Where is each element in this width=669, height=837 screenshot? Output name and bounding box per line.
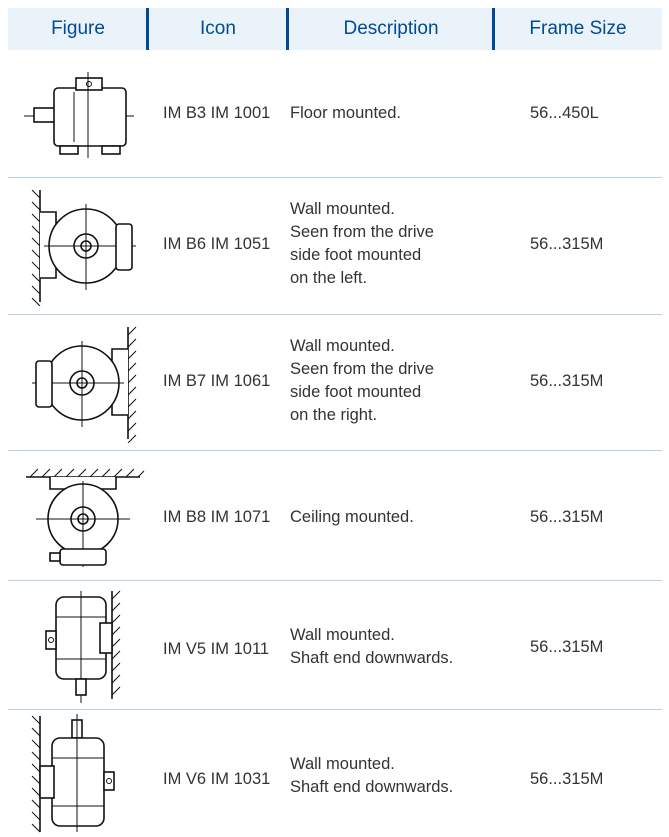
mounting-code: IM B3 IM 1001 bbox=[163, 104, 271, 122]
description-line: Seen from the drive bbox=[290, 223, 434, 241]
description-line: on the left. bbox=[290, 269, 368, 287]
mounting-code: IM V6 IM 1031 bbox=[163, 770, 271, 788]
frame-size: 56...315M bbox=[530, 508, 604, 526]
motor-ceiling-icon bbox=[16, 457, 156, 573]
frame-size: 56...315M bbox=[530, 638, 604, 656]
mounting-description: Ceiling mounted. bbox=[290, 506, 495, 529]
description-line: Seen from the drive bbox=[290, 360, 434, 378]
frame-size: 56...450L bbox=[530, 104, 599, 122]
table-row: IM B7 IM 1061 Wall mounted. Seen from th… bbox=[8, 315, 662, 451]
table-header: Figure Icon Description Frame Size bbox=[8, 8, 662, 50]
description-line: Shaft end downwards. bbox=[290, 649, 454, 667]
mounting-code: IM B7 IM 1061 bbox=[163, 372, 271, 390]
description-line: Floor mounted. bbox=[290, 104, 401, 122]
description-line: on the right. bbox=[290, 406, 378, 424]
mounting-code: IM B6 IM 1051 bbox=[163, 235, 271, 253]
motor-wall-left-icon bbox=[16, 184, 156, 306]
mounting-description: Wall mounted. Seen from the drive side f… bbox=[290, 198, 495, 290]
header-separator bbox=[492, 8, 495, 50]
header-figure: Figure bbox=[51, 18, 105, 39]
mounting-description: Floor mounted. bbox=[290, 102, 495, 125]
mounting-description: Wall mounted. Shaft end downwards. bbox=[290, 753, 495, 799]
frame-size: 56...315M bbox=[530, 235, 604, 253]
mounting-description: Wall mounted. Shaft end downwards. bbox=[290, 624, 495, 670]
description-line: Wall mounted. bbox=[290, 626, 395, 644]
frame-size: 56...315M bbox=[530, 372, 604, 390]
description-line: Wall mounted. bbox=[290, 755, 395, 773]
table-row: IM V5 IM 1011 Wall mounted. Shaft end do… bbox=[8, 581, 662, 710]
description-line: Ceiling mounted. bbox=[290, 508, 414, 526]
header-icon: Icon bbox=[200, 18, 236, 39]
description-line: Wall mounted. bbox=[290, 337, 395, 355]
header-separator bbox=[286, 8, 289, 50]
frame-size: 56...315M bbox=[530, 770, 604, 788]
description-line: Shaft end downwards. bbox=[290, 778, 454, 796]
table-row: IM V6 IM 1031 Wall mounted. Shaft end do… bbox=[8, 710, 662, 835]
description-line: side foot mounted bbox=[290, 246, 422, 264]
motor-wall-right-icon bbox=[16, 321, 156, 443]
header-description: Description bbox=[343, 18, 439, 39]
motor-floor-mounted-icon bbox=[16, 70, 156, 160]
mounting-table: Figure Icon Description Frame Size IM B3… bbox=[8, 8, 662, 833]
table-row: IM B6 IM 1051 Wall mounted. Seen from th… bbox=[8, 178, 662, 315]
motor-vertical-shaft-up-icon bbox=[16, 712, 156, 834]
mounting-code: IM V5 IM 1011 bbox=[163, 640, 270, 658]
description-line: Wall mounted. bbox=[290, 200, 395, 218]
mounting-code: IM B8 IM 1071 bbox=[163, 508, 271, 526]
header-frame-size: Frame Size bbox=[529, 18, 627, 39]
table-row: IM B8 IM 1071 Ceiling mounted. 56...315M bbox=[8, 451, 662, 581]
table-row: IM B3 IM 1001 Floor mounted. 56...450L bbox=[8, 50, 662, 178]
motor-vertical-shaft-down-icon bbox=[16, 587, 156, 705]
description-line: side foot mounted bbox=[290, 383, 422, 401]
header-separator bbox=[146, 8, 149, 50]
mounting-description: Wall mounted. Seen from the drive side f… bbox=[290, 335, 495, 427]
